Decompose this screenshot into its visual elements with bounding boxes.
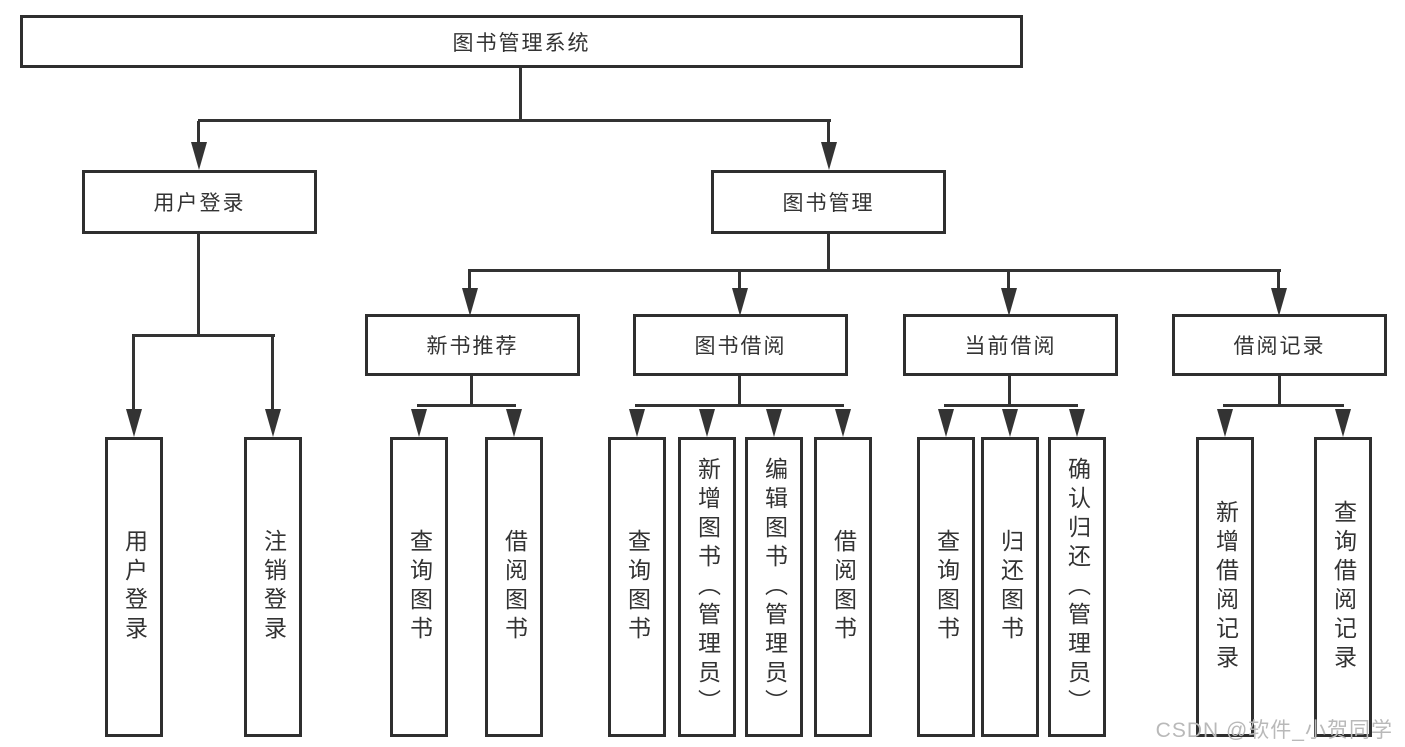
node-leaf-borrow-add-book-admin: 新增图书（管理员） (678, 437, 736, 737)
node-leaf-borrow-add-book-admin-label: 新增图书（管理员） (694, 456, 721, 718)
arrowhead-icon (1069, 409, 1085, 437)
node-current-borrow: 当前借阅 (903, 314, 1118, 376)
node-book-borrow-label: 图书借阅 (694, 335, 787, 358)
node-current-borrow-label: 当前借阅 (964, 335, 1057, 358)
node-leaf-record-query-record-label: 查询借阅记录 (1330, 500, 1357, 674)
arrowhead-icon (462, 288, 478, 316)
connector-line (198, 119, 831, 122)
node-leaf-borrow-query-book-label: 查询图书 (624, 529, 651, 645)
node-new-book-recommend-label: 新书推荐 (426, 335, 519, 358)
connector-line (1223, 404, 1344, 407)
connector-line (944, 404, 1078, 407)
connector-line (827, 233, 830, 271)
node-leaf-borrow-borrow-book: 借阅图书 (814, 437, 872, 737)
connector-line (1007, 271, 1010, 291)
connector-line (197, 121, 200, 146)
arrowhead-icon (1002, 409, 1018, 437)
node-leaf-current-query-book-label: 查询图书 (933, 529, 960, 645)
arrowhead-icon (506, 409, 522, 437)
node-leaf-user-login-label: 用户登录 (121, 529, 148, 645)
arrowhead-icon (766, 409, 782, 437)
node-leaf-current-query-book: 查询图书 (917, 437, 975, 737)
node-leaf-borrow-query-book: 查询图书 (608, 437, 666, 737)
connector-line (197, 233, 200, 335)
node-new-book-recommend: 新书推荐 (365, 314, 580, 376)
arrowhead-icon (126, 409, 142, 437)
connector-line (468, 269, 1281, 272)
node-book-management-label: 图书管理 (782, 192, 875, 215)
connector-line (635, 404, 844, 407)
arrowhead-icon (835, 409, 851, 437)
connector-line (1008, 376, 1011, 406)
node-leaf-recommend-borrow-book: 借阅图书 (485, 437, 543, 737)
node-leaf-recommend-borrow-book-label: 借阅图书 (501, 529, 528, 645)
node-leaf-record-add-record-label: 新增借阅记录 (1212, 500, 1239, 674)
connector-line (1277, 271, 1280, 291)
connector-line (738, 271, 741, 291)
node-borrow-record: 借阅记录 (1172, 314, 1387, 376)
connector-line (271, 336, 274, 409)
arrowhead-icon (629, 409, 645, 437)
arrowhead-icon (191, 142, 207, 170)
node-root: 图书管理系统 (20, 15, 1023, 68)
connector-line (738, 376, 741, 406)
node-root-label: 图书管理系统 (452, 31, 591, 55)
node-leaf-current-return-book-label: 归还图书 (997, 529, 1024, 645)
arrowhead-icon (1335, 409, 1351, 437)
connector-line (132, 336, 135, 409)
node-user-login: 用户登录 (82, 170, 317, 234)
node-borrow-record-label: 借阅记录 (1233, 335, 1326, 358)
connector-line (417, 404, 516, 407)
connector-line (827, 121, 830, 146)
node-leaf-record-add-record: 新增借阅记录 (1196, 437, 1254, 737)
arrowhead-icon (699, 409, 715, 437)
node-book-management: 图书管理 (711, 170, 946, 234)
node-user-login-label: 用户登录 (153, 192, 246, 215)
arrowhead-icon (1001, 288, 1017, 316)
connector-line (470, 376, 473, 406)
node-leaf-logout-label: 注销登录 (260, 529, 287, 645)
arrowhead-icon (411, 409, 427, 437)
node-book-borrow: 图书借阅 (633, 314, 848, 376)
arrowhead-icon (1217, 409, 1233, 437)
node-leaf-logout: 注销登录 (244, 437, 302, 737)
node-leaf-record-query-record: 查询借阅记录 (1314, 437, 1372, 737)
node-leaf-borrow-borrow-book-label: 借阅图书 (830, 529, 857, 645)
arrowhead-icon (938, 409, 954, 437)
connector-line (519, 68, 522, 120)
node-leaf-recommend-query-book-label: 查询图书 (406, 529, 433, 645)
connector-line (468, 271, 471, 291)
arrowhead-icon (1271, 288, 1287, 316)
watermark: CSDN @软件_小贺同学 (1155, 719, 1393, 742)
arrowhead-icon (732, 288, 748, 316)
node-leaf-recommend-query-book: 查询图书 (390, 437, 448, 737)
node-leaf-current-return-book: 归还图书 (981, 437, 1039, 737)
node-leaf-user-login: 用户登录 (105, 437, 163, 737)
node-leaf-current-confirm-return-admin-label: 确认归还（管理员） (1064, 456, 1091, 718)
connector-line (1278, 376, 1281, 406)
node-leaf-current-confirm-return-admin: 确认归还（管理员） (1048, 437, 1106, 737)
arrowhead-icon (265, 409, 281, 437)
node-leaf-borrow-edit-book-admin-label: 编辑图书（管理员） (761, 456, 788, 718)
arrowhead-icon (821, 142, 837, 170)
connector-line (132, 334, 275, 337)
node-leaf-borrow-edit-book-admin: 编辑图书（管理员） (745, 437, 803, 737)
